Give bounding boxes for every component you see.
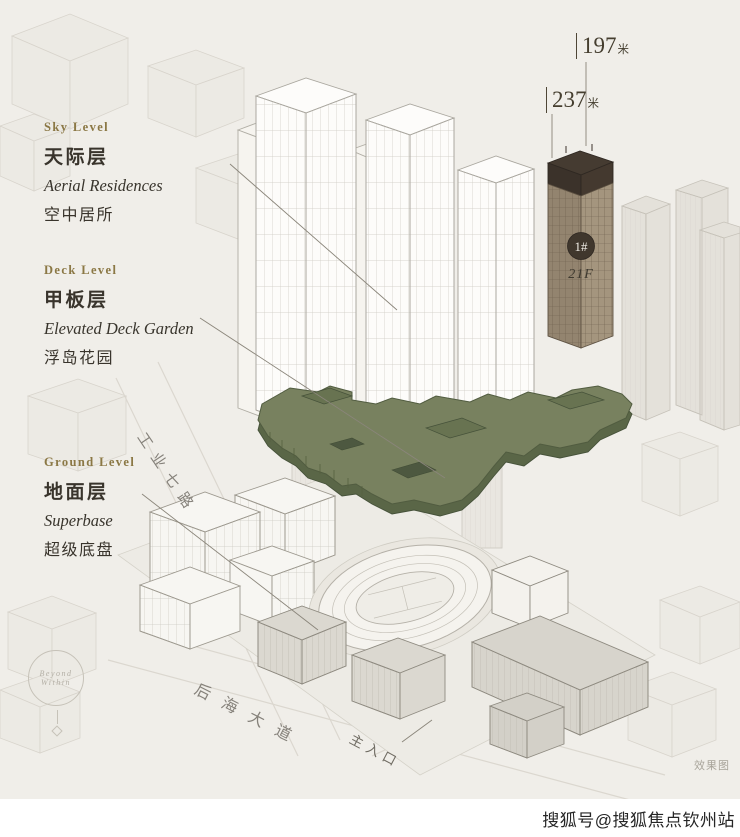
background-city: [0, 13, 740, 800]
sky-level-desc-en: Aerial Residences: [44, 176, 163, 195]
label-sky-level: Sky Level 天际层 Aerial Residences 空中居所: [44, 120, 163, 225]
deck-garden: [257, 385, 633, 517]
running-track: [308, 537, 502, 659]
emblem-diamond-ornament: [51, 725, 63, 737]
tower-badge-label: 1#: [575, 239, 589, 254]
emblem-circle: Beyond Within: [28, 650, 84, 706]
ground-level-desc-en: Superbase: [44, 511, 113, 530]
height-unit-197: 米: [617, 44, 630, 56]
tower-1-dark: 1# 21F: [546, 144, 615, 349]
render-note: 效果图: [694, 760, 730, 772]
sky-level-title-cn: 天际层: [44, 147, 109, 168]
label-ground-level: Ground Level 地面层 Superbase 超级底盘: [44, 455, 135, 560]
tower-badge: [567, 232, 595, 260]
brand-emblem: Beyond Within: [28, 650, 86, 737]
ground-level-desc-cn: 超级底盘: [44, 542, 115, 559]
sky-level-tag: Sky Level: [44, 120, 110, 134]
entrance-leader-line: [401, 719, 433, 743]
ground-leader-line: [141, 493, 319, 631]
deck-level-tag: Deck Level: [44, 263, 118, 277]
sky-leader-line: [229, 163, 398, 311]
deck-level-desc-cn: 浮岛花园: [44, 350, 115, 367]
deck-level-desc-en: Elevated Deck Garden: [44, 319, 194, 338]
height-value-237: 237: [552, 87, 587, 112]
emblem-text-top: Beyond: [39, 669, 73, 678]
deck-leader-line: [199, 317, 446, 479]
height-annotation-197: 197米: [576, 33, 629, 59]
height-dimension-lines: [551, 62, 587, 158]
height-unit-237: 米: [587, 98, 600, 110]
site-illustration: 1# 21F: [0, 13, 740, 800]
emblem-text-bottom: Within: [41, 678, 71, 687]
watermark-bar: 搜狐号@搜狐焦点钦州站: [0, 799, 740, 837]
label-deck-level: Deck Level 甲板层 Elevated Deck Garden 浮岛花园: [44, 263, 194, 368]
height-annotation-237: 237米: [546, 87, 599, 113]
white-towers: [236, 77, 536, 444]
deck-level-title-cn: 甲板层: [44, 290, 109, 311]
sky-level-desc-cn: 空中居所: [44, 207, 115, 224]
tower-floors-label: 21F: [568, 267, 594, 282]
watermark-text: 搜狐号@搜狐焦点钦州站: [542, 810, 735, 830]
emblem-stem-ornament: [56, 710, 58, 724]
height-value-197: 197: [582, 33, 617, 58]
ground-campus: [117, 467, 656, 776]
ground-level-tag: Ground Level: [44, 455, 136, 469]
ground-level-title-cn: 地面层: [44, 482, 109, 503]
